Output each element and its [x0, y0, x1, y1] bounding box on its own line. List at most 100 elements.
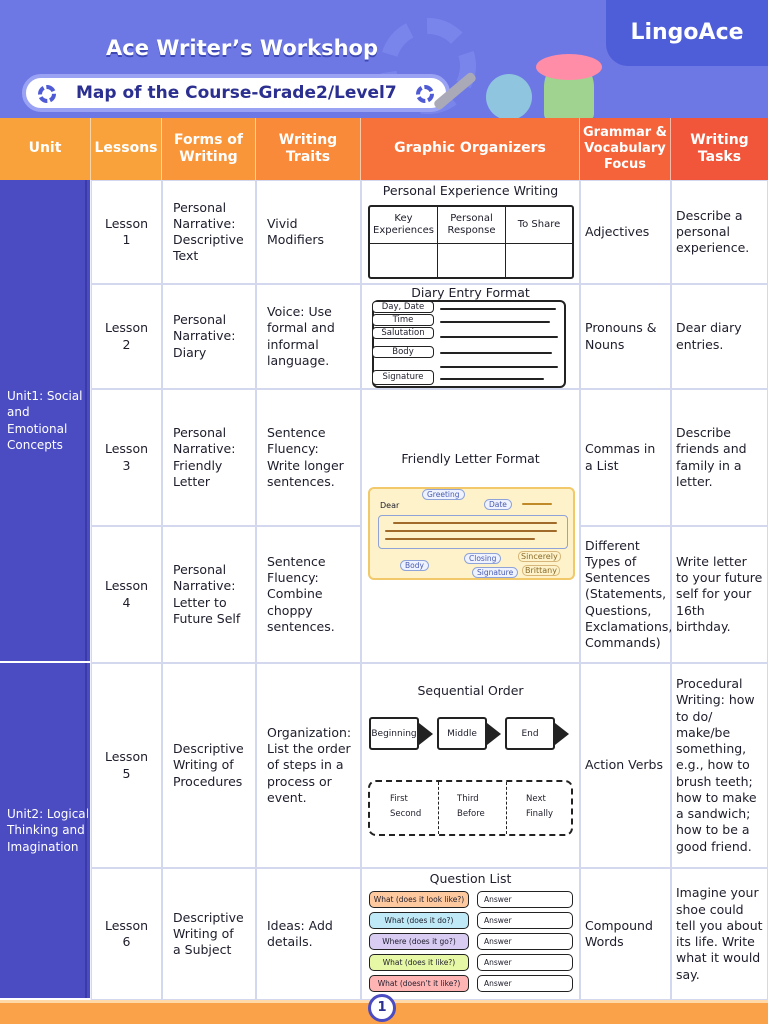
task-cell: Write letter to your future self for you… [671, 526, 768, 663]
unit-cell: Unit1: Social and Emotional Concepts [0, 180, 90, 663]
form-cell-text: Personal Narrative: Diary [173, 312, 236, 360]
grammar-cell-text: Action Verbs [585, 757, 663, 773]
answer-box: Answer [477, 891, 573, 908]
form-cell: Personal Narrative: Diary [162, 284, 256, 389]
letter-tag: Greeting [422, 489, 465, 500]
experience-table: Key Experiences Personal Response To Sha… [368, 205, 574, 279]
table-empty-cell [506, 243, 572, 279]
form-cell: Personal Narrative: Friendly Letter [162, 389, 256, 526]
header-banner: LingoAce Ace Writer’s Workshop Map of th… [0, 0, 768, 120]
task-cell: Procedural Writing: how to do/ make/be s… [671, 663, 768, 868]
trait-cell-text: Voice: Use formal and informal language. [267, 304, 335, 368]
col-header-organizers: Graphic Organizers [361, 118, 580, 180]
letter-tag: Body [400, 560, 429, 571]
lesson-cell-text: Lesson 4 [104, 578, 149, 610]
scribble-line [440, 378, 544, 380]
unit-label: Unit2: Logical Thinking and Imagination [7, 807, 89, 854]
grammar-cell: Different Types of Sentences (Statements… [580, 526, 673, 663]
arrow-right-icon [555, 723, 569, 745]
task-cell-text: Imagine your shoe could tell you about i… [676, 885, 763, 982]
form-cell-text: Descriptive Writing of a Subject [173, 909, 244, 958]
letter-name: Brittany [522, 565, 560, 576]
task-cell: Describe a personal experience. [671, 180, 768, 284]
answer-box: Answer [477, 975, 573, 992]
lesson-cell: Lesson 5 [91, 663, 162, 868]
question-box: What (does it look like?) [369, 891, 469, 908]
trait-cell-text: Ideas: Add details. [267, 917, 333, 949]
answer-box: Answer [477, 912, 573, 929]
scribble-line [440, 308, 556, 310]
diary-tag: Time [372, 314, 434, 326]
lesson-cell-text: Lesson 2 [104, 320, 149, 352]
transition-word: Next [526, 794, 546, 804]
question-box: What (does it like?) [369, 954, 469, 971]
form-cell: Descriptive Writing of a Subject [162, 868, 256, 1000]
scribble-line [440, 321, 550, 323]
grammar-cell-text: Different Types of Sentences (Statements… [585, 537, 673, 651]
form-cell-text: Personal Narrative: Letter to Future Sel… [173, 562, 241, 626]
lesson-cell: Lesson 3 [91, 389, 162, 526]
page-title: Ace Writer’s Workshop [106, 36, 378, 60]
grammar-cell: Commas in a List [580, 389, 671, 526]
scribble-line [440, 336, 558, 338]
girl-character-illustration [536, 54, 602, 120]
trait-cell-text: Vivid Modifiers [267, 215, 325, 247]
letter-tag: Signature [472, 567, 519, 578]
organizer-title: Friendly Letter Format [401, 451, 540, 466]
lingoace-logo: LingoAce [606, 0, 768, 66]
friendly-letter-diagram: Greeting Dear Date Body Closing Sincerel… [368, 487, 575, 580]
form-cell: Descriptive Writing of Procedures [162, 663, 256, 868]
gear-icon [416, 85, 434, 103]
question-box: What (does it do?) [369, 912, 469, 929]
trait-cell-text: Sentence Fluency: Write longer sentences… [267, 425, 344, 489]
task-cell-text: Procedural Writing: how to do/ make/be s… [676, 676, 757, 854]
organizer-title: Sequential Order [417, 683, 524, 698]
course-subtitle: Map of the Course-Grade2/Level7 [76, 83, 397, 103]
grammar-cell-text: Pronouns & Nouns [585, 320, 657, 352]
trait-cell: Organization: List the order of steps in… [256, 663, 361, 868]
table-header-cell: Personal Response [438, 207, 506, 243]
trait-cell-text: Sentence Fluency: Combine choppy sentenc… [267, 553, 335, 634]
course-map-pill: Map of the Course-Grade2/Level7 [22, 74, 450, 112]
table-empty-cell [370, 243, 438, 279]
arrow-right-icon [487, 723, 501, 745]
sequence-box: Middle [437, 717, 487, 750]
answer-box: Answer [477, 933, 573, 950]
task-cell-text: Write letter to your future self for you… [676, 553, 763, 634]
form-cell: Personal Narrative: Descriptive Text [162, 180, 256, 284]
lesson-cell: Lesson 4 [91, 526, 162, 663]
trait-cell: Sentence Fluency: Combine choppy sentenc… [256, 526, 361, 663]
organizer-cell: Sequential Order [361, 663, 580, 868]
answer-box: Answer [477, 954, 573, 971]
organizer-title: Question List [429, 871, 512, 886]
trait-cell: Ideas: Add details. [256, 868, 361, 1000]
grammar-cell-text: Adjectives [585, 223, 650, 239]
scribble-line [440, 366, 558, 368]
grammar-cell-text: Commas in a List [585, 441, 656, 473]
transition-word: First [390, 794, 408, 804]
col-header-grammar: Grammar & Vocabulary Focus [580, 118, 671, 180]
transition-word: Second [390, 809, 422, 819]
organizer-title: Personal Experience Writing [382, 183, 559, 198]
lesson-cell-text: Lesson 3 [104, 441, 149, 473]
diary-tag: Salutation [372, 327, 434, 339]
task-cell: Imagine your shoe could tell you about i… [671, 868, 768, 1000]
grammar-cell: Adjectives [580, 180, 671, 284]
lesson-cell-text: Lesson 5 [104, 749, 149, 781]
grammar-cell: Action Verbs [580, 663, 671, 868]
grammar-cell: Compound Words [580, 868, 671, 1000]
transition-word: Before [457, 809, 485, 819]
unit-label: Unit1: Social and Emotional Concepts [7, 389, 83, 452]
trait-cell: Voice: Use formal and informal language. [256, 284, 361, 389]
question-box: What (doesn’t it like?) [369, 975, 469, 992]
gear-icon [38, 85, 56, 103]
table-header-cell: Key Experiences [370, 207, 438, 243]
table-header-cell: To Share [517, 219, 561, 230]
sequence-box: End [505, 717, 555, 750]
diary-tag: Body [372, 346, 434, 358]
grammar-cell: Pronouns & Nouns [580, 284, 671, 389]
transition-word: Finally [526, 809, 553, 819]
organizer-cell: Personal Experience Writing [361, 180, 580, 284]
task-cell-text: Describe a personal experience. [676, 207, 750, 256]
col-header-traits: Writing Traits [256, 118, 361, 180]
